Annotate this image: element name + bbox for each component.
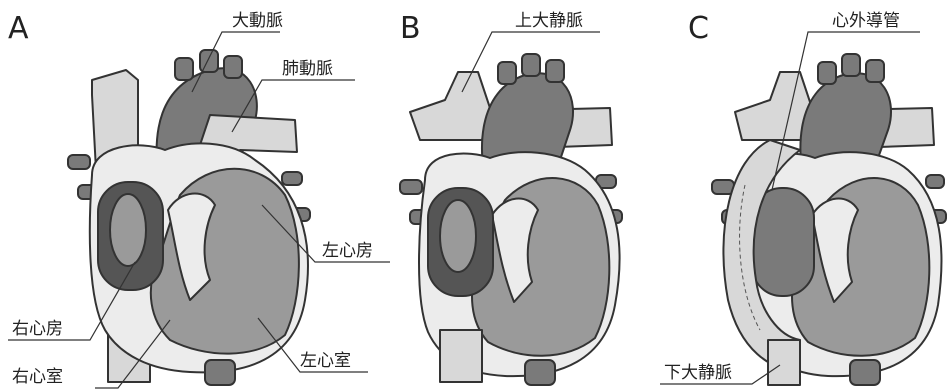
vessel-stub <box>68 155 90 169</box>
panel-b-letter: B <box>400 11 421 46</box>
aorta-branch <box>842 54 860 76</box>
superior-vena-cava-shape <box>735 72 812 140</box>
label-right-ventricle: 右心室 <box>12 367 63 387</box>
aorta-branch <box>818 62 836 84</box>
aorta-branch <box>866 60 884 82</box>
label-inferior-vena-cava: 下大静脈 <box>664 363 732 383</box>
descending-aorta-stub <box>205 360 235 385</box>
aorta-branch <box>522 54 540 76</box>
inferior-vena-cava-shape <box>768 340 800 385</box>
vessel-stub <box>400 180 422 194</box>
label-extracardiac-conduit: 心外導管 <box>832 11 900 31</box>
inferior-vena-cava-shape <box>440 330 482 382</box>
label-superior-vena-cava: 上大静脈 <box>515 11 583 31</box>
aorta-branch <box>224 56 242 78</box>
panel-b: B 上大静脈 <box>400 11 622 385</box>
descending-aorta-stub <box>850 360 880 385</box>
aorta-branch <box>546 60 564 82</box>
superior-vena-cava-shape <box>410 72 490 140</box>
panel-c: C 心外導管 下大静脈 <box>660 11 946 385</box>
vessel-stub <box>282 172 302 185</box>
aorta-branch <box>498 62 516 84</box>
right-atrium-opening <box>110 194 146 266</box>
label-right-atrium: 右心房 <box>12 319 63 339</box>
panel-a: A 大動脈 肺動脈 左心房 <box>8 11 390 388</box>
aorta-branch <box>175 58 193 80</box>
label-aorta: 大動脈 <box>232 11 283 31</box>
panel-a-letter: A <box>8 11 29 46</box>
vessel-stub <box>926 175 944 188</box>
label-left-atrium: 左心房 <box>322 241 373 261</box>
label-pulmonary-artery: 肺動脈 <box>282 59 333 79</box>
right-atrium-opening <box>440 200 476 272</box>
aorta-branch <box>200 50 218 72</box>
panel-c-letter: C <box>688 11 709 46</box>
descending-aorta-stub <box>525 360 555 385</box>
label-left-ventricle: 左心室 <box>300 351 351 371</box>
